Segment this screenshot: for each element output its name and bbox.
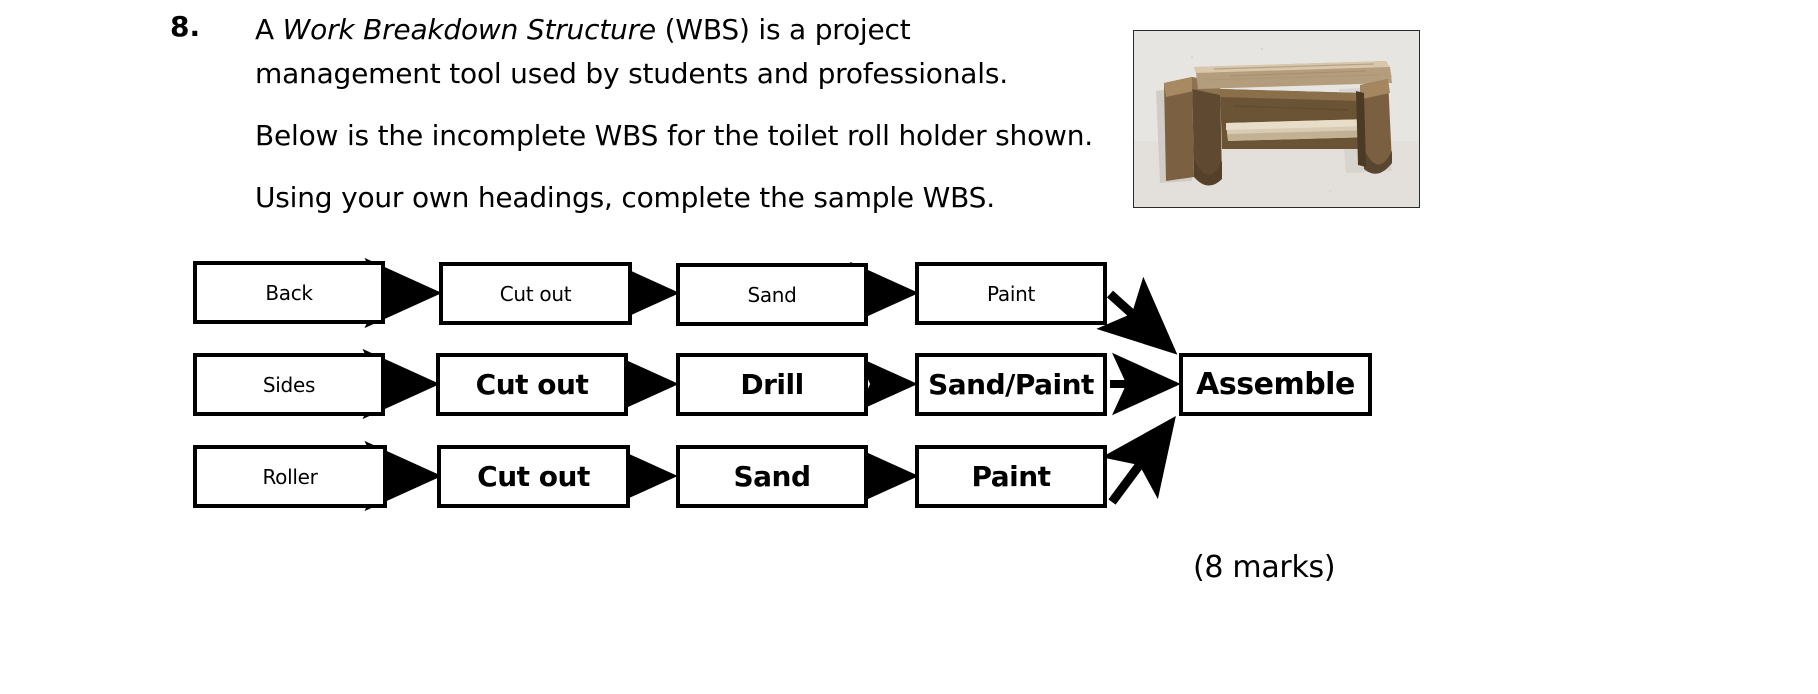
- node-back-sand[interactable]: Sand: [676, 263, 868, 326]
- text-run: A: [255, 13, 283, 46]
- node-sides[interactable]: Sides: [193, 353, 385, 416]
- node-roller-cutout-label: Cut out: [477, 459, 590, 493]
- node-sides-cutout[interactable]: Cut out: [436, 353, 628, 416]
- node-sides-drill-label: Drill: [740, 367, 804, 401]
- question-paragraph-1: A Work Breakdown Structure (WBS) is a pr…: [255, 8, 1095, 96]
- node-roller-label: Roller: [262, 464, 318, 489]
- photo-artwork: [1134, 31, 1419, 207]
- text-run: (WBS) is a project management tool used …: [255, 13, 1008, 90]
- node-assemble-label: Assemble: [1196, 366, 1355, 402]
- node-roller-sand-label: Sand: [733, 459, 811, 493]
- node-back-paint[interactable]: Paint: [915, 262, 1107, 325]
- node-back-cutout-label: Cut out: [499, 281, 572, 306]
- arrow-paint-back-to-assemble: [1096, 276, 1178, 355]
- node-sides-sandpaint[interactable]: Sand/Paint: [915, 353, 1107, 416]
- node-sides-sandpaint-label: Sand/Paint: [928, 367, 1094, 401]
- node-sides-drill[interactable]: Drill: [676, 353, 868, 416]
- node-back-sand-label: Sand: [747, 282, 797, 307]
- text-run: Below is the incomplete WBS for the toil…: [255, 119, 1093, 152]
- node-back-cutout[interactable]: Cut out: [439, 262, 632, 325]
- node-roller[interactable]: Roller: [193, 445, 387, 508]
- node-sides-cutout-label: Cut out: [475, 367, 589, 401]
- node-assemble[interactable]: Assemble: [1179, 353, 1372, 416]
- node-back[interactable]: Back: [193, 261, 385, 324]
- text-run: Using your own headings, complete the sa…: [255, 181, 995, 214]
- node-roller-paint[interactable]: Paint: [915, 445, 1107, 508]
- node-roller-paint-label: Paint: [971, 459, 1051, 493]
- question-paragraph-2: Below is the incomplete WBS for the toil…: [255, 114, 1095, 158]
- question-number: 8.: [170, 10, 201, 43]
- toilet-roll-holder-photo: [1133, 30, 1420, 208]
- arrow-paint-roller-to-assemble: [1101, 416, 1176, 505]
- node-roller-cutout[interactable]: Cut out: [437, 445, 630, 508]
- node-back-paint-label: Paint: [987, 281, 1035, 306]
- node-back-label: Back: [265, 280, 313, 305]
- node-sides-label: Sides: [262, 372, 316, 397]
- emphasised-term: Work Breakdown Structure: [282, 13, 656, 46]
- node-roller-sand[interactable]: Sand: [676, 445, 868, 508]
- question-paragraph-3: Using your own headings, complete the sa…: [255, 176, 1095, 220]
- question-body: A Work Breakdown Structure (WBS) is a pr…: [255, 8, 1095, 220]
- marks-label: (8 marks): [1193, 550, 1336, 585]
